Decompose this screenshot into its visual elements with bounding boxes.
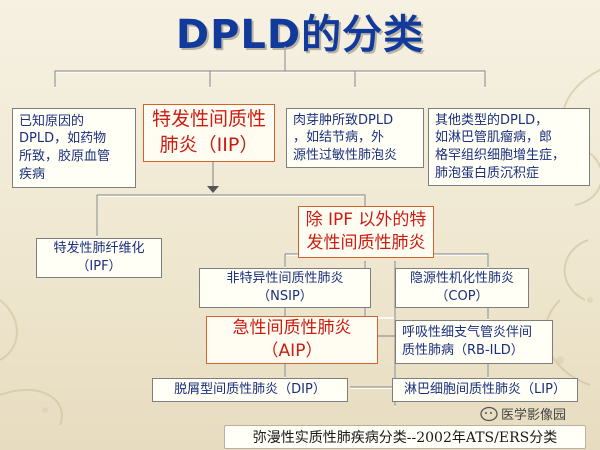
lip-box: 淋巴细胞间质性肺炎（LIP） (392, 378, 578, 402)
cop-box: 隐源性机化性肺炎 （COP） (395, 268, 529, 308)
granulomatous-dpld-box: 肉芽肿所致DPLD ，如结节病，外 源性过敏性肺泡炎 (286, 108, 424, 168)
dip-box: 脱屑型间质性肺炎（DIP） (152, 378, 348, 402)
footer-caption: 弥漫性实质性肺疾病分类--2002年ATS/ERS分类 (224, 425, 586, 449)
watermark-text: 医学影像园 (501, 408, 567, 423)
watermark: 医学影像园 (480, 404, 566, 423)
nsip-box: 非特异性间质性肺炎 （NSIP） (199, 268, 371, 308)
known-causes-box: 已知原因的 DPLD，如药物 所致，胶原血管 疾病 (12, 108, 136, 188)
rbild-box: 呼吸性细支气管炎伴间 质性肺病（RB-ILD） (395, 320, 553, 364)
aip-box: 急性间质性肺炎 （AIP） (206, 316, 378, 364)
iip-box: 特发性间质性 肺炎（IIP） (143, 104, 275, 162)
ipf-box: 特发性肺纤维化 （IPF） (36, 238, 162, 278)
chat-bubble-icon (480, 406, 498, 421)
non-ipf-iip-box: 除 IPF 以外的特 发性间质性肺炎 (298, 206, 434, 258)
page-title: DPLD的分类 (175, 12, 425, 58)
other-dpld-box: 其他类型的DPLD， 如淋巴管肌瘤病，郎 格罕组织细胞增生症， 肺泡蛋白质沉积症 (428, 108, 590, 186)
